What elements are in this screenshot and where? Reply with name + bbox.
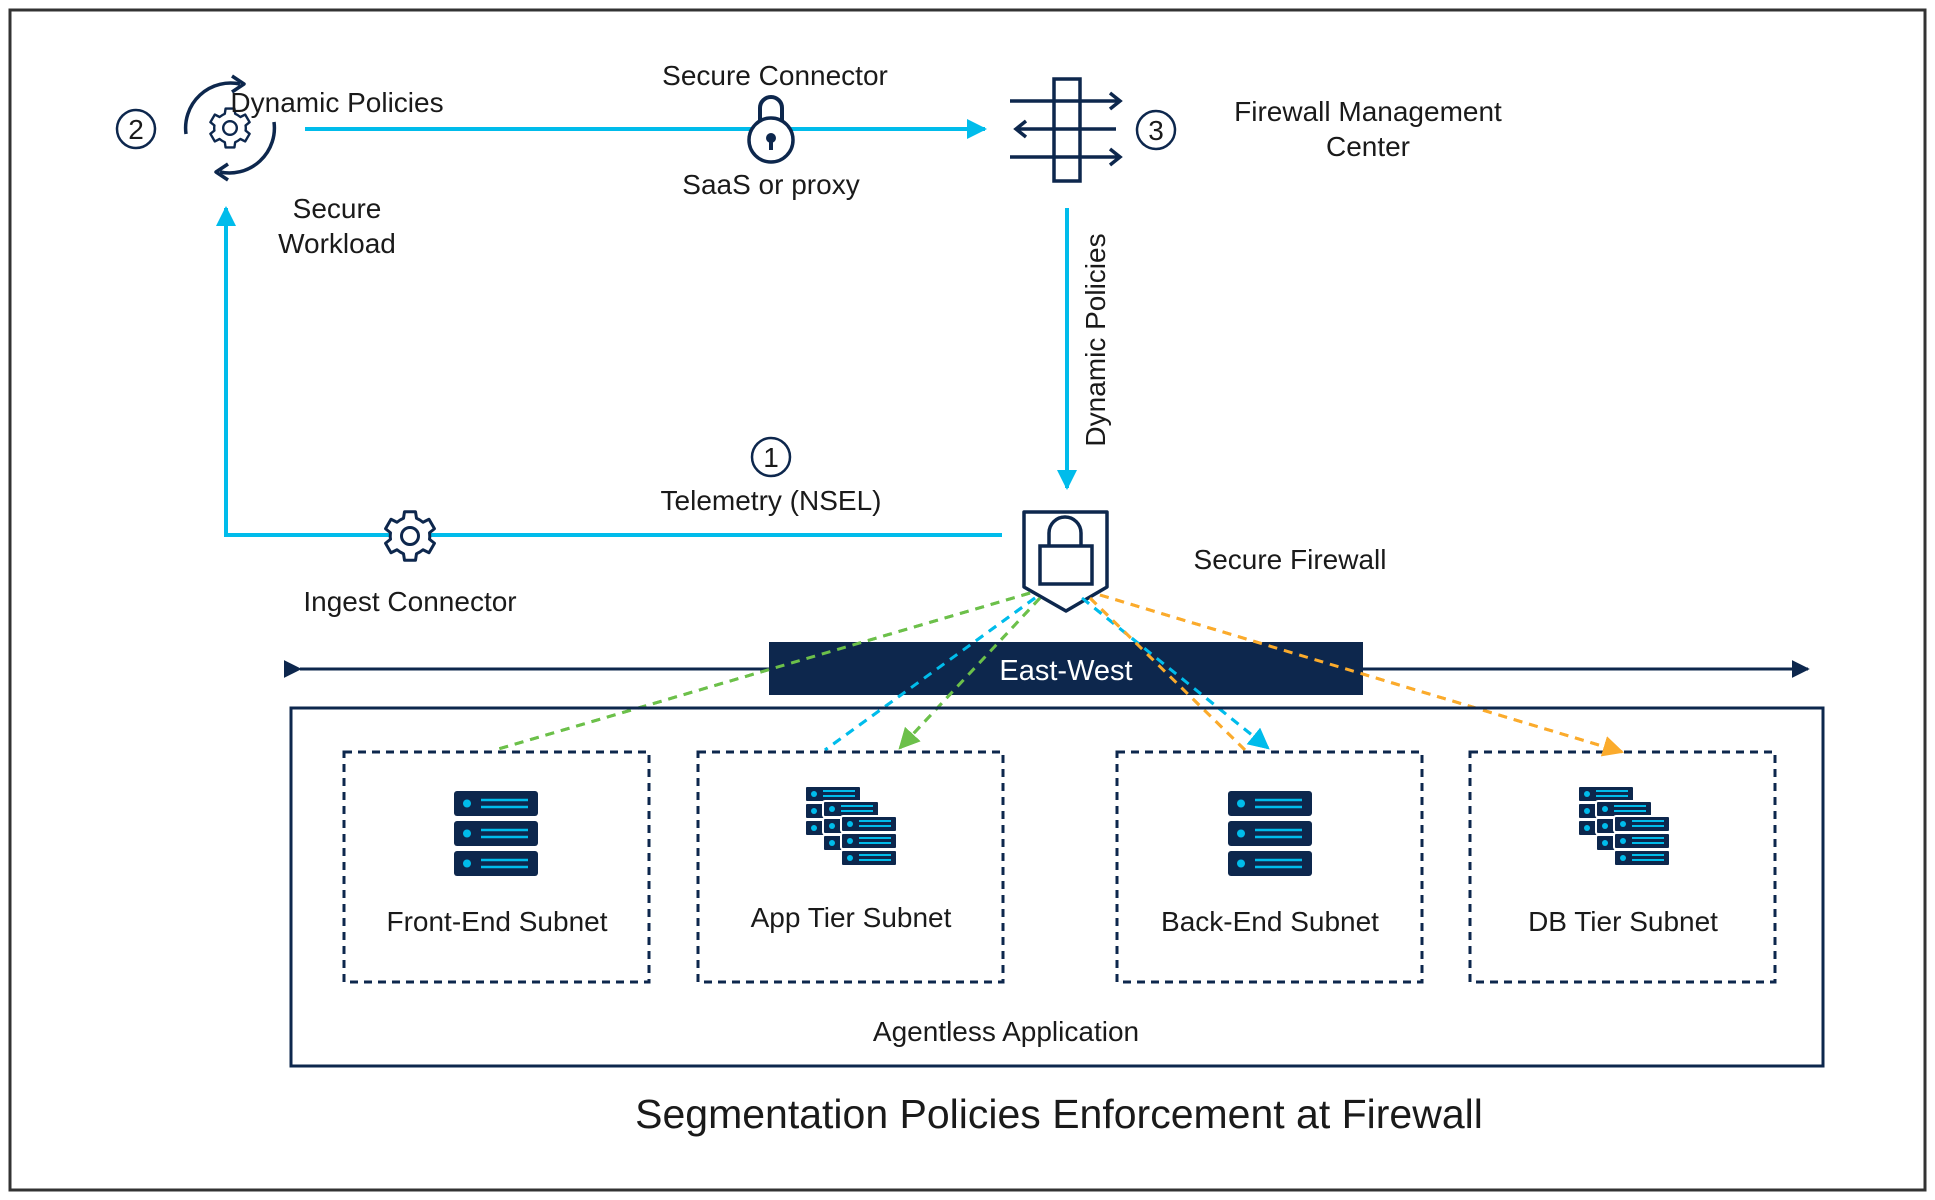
db-tier-subnet-box	[1468, 750, 1777, 984]
secure-firewall-label: Secure Firewall	[1194, 544, 1387, 575]
flow-head-orange	[1600, 736, 1625, 757]
flow-overlay-green-2	[898, 596, 1042, 750]
frontend-subnet-label: Front-End Subnet	[386, 906, 607, 937]
dynamic-policies-label: Dynamic Policies	[230, 87, 443, 118]
secure-workload-label-line2: Workload	[278, 228, 396, 259]
telemetry-label: Telemetry (NSEL)	[661, 485, 882, 516]
diagram-frame	[8, 8, 1927, 1192]
app-tier-subnet-label: App Tier Subnet	[751, 902, 952, 933]
step-3-badge: 3	[1135, 109, 1177, 151]
agentless-application-label: Agentless Application	[873, 1016, 1139, 1047]
fmc-label-line1: Firewall Management	[1234, 96, 1502, 127]
fmc-label-line2: Center	[1326, 131, 1410, 162]
step-1-badge: 1	[750, 436, 792, 478]
flow-head-green	[898, 726, 921, 750]
diagram-title: Segmentation Policies Enforcement at Fir…	[635, 1091, 1483, 1137]
step-3-number: 3	[1148, 115, 1164, 146]
agentless-application-box	[289, 706, 1825, 1068]
flow-overlay-cyan-2	[1081, 596, 1269, 750]
padlock-icon	[747, 95, 795, 164]
step-1-number: 1	[763, 442, 779, 473]
server-rack-icon	[452, 789, 540, 878]
flow-head-cyan	[1246, 727, 1270, 750]
step-2-number: 2	[128, 114, 144, 145]
step-2-badge: 2	[115, 108, 157, 150]
saas-or-proxy-label: SaaS or proxy	[682, 169, 859, 200]
secure-connector-label: Secure Connector	[662, 60, 888, 91]
db-tier-subnet-label: DB Tier Subnet	[1528, 906, 1718, 937]
flow-overlay-orange-2	[1099, 593, 1623, 754]
flow-overlay-green	[494, 591, 1031, 752]
gear-icon	[384, 510, 436, 562]
flow-overlay-orange	[1088, 596, 1247, 752]
east-west-label: East-West	[999, 655, 1132, 687]
flow-overlay-cyan	[824, 596, 1036, 752]
dynamic-policies-vertical-label: Dynamic Policies	[1080, 233, 1111, 446]
east-west-bar	[769, 642, 1363, 695]
backend-subnet-label: Back-End Subnet	[1161, 906, 1379, 937]
firewall-icon	[1010, 77, 1123, 183]
ingest-connector-label: Ingest Connector	[303, 586, 516, 617]
secure-workload-label-line1: Secure	[293, 193, 382, 224]
server-rack-icon	[1226, 789, 1314, 878]
refresh-gear-icon	[183, 74, 277, 182]
telemetry-arrow	[216, 206, 1002, 537]
shield-lock-icon	[1022, 510, 1109, 613]
